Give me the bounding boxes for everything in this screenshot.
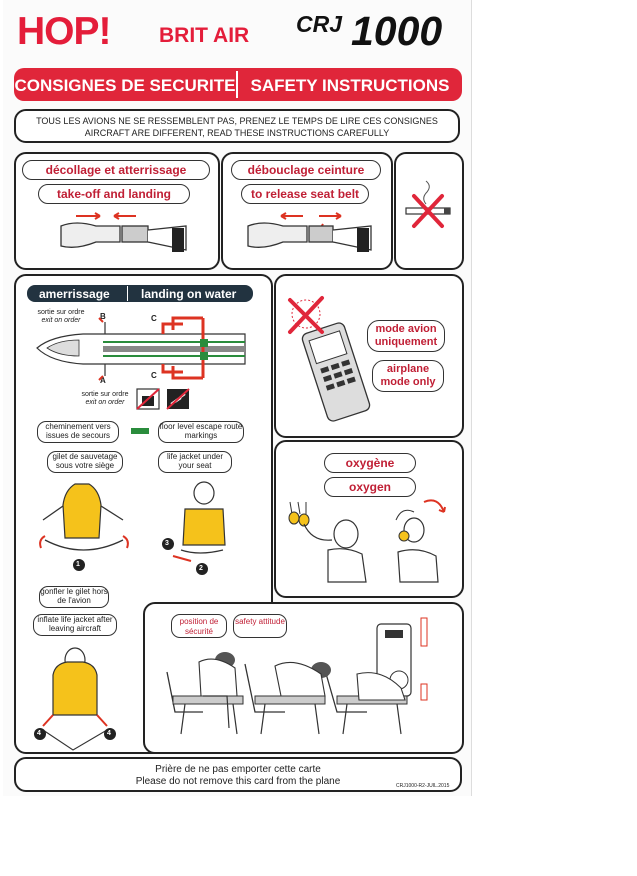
exit-label-b: B bbox=[100, 312, 106, 321]
release-label-en: to release seat belt bbox=[241, 184, 369, 204]
ditching-label-en: landing on water bbox=[141, 287, 237, 301]
panel-no-smoking bbox=[394, 152, 464, 270]
model-prefix: CRJ bbox=[296, 11, 343, 37]
safety-card: HOP! BRIT AIR CRJ 1000 CONSIGNES DE SECU… bbox=[3, 0, 472, 796]
step-4-number-left: 4 bbox=[37, 730, 41, 737]
panel-phone: mode avion uniquement airplane mode only bbox=[274, 274, 464, 438]
seatbelt-fasten-icon bbox=[60, 212, 187, 252]
step-2-number: 2 bbox=[199, 565, 203, 572]
phone-mode-en: airplane mode only bbox=[372, 360, 444, 392]
escape-path-label-fr: cheminement vers issues de secours bbox=[37, 421, 119, 443]
notice-fr: TOUS LES AVIONS NE SE RESSEMBLENT PAS, P… bbox=[36, 116, 438, 126]
notice-en: AIRCRAFT ARE DIFFERENT, READ THESE INSTR… bbox=[84, 128, 390, 138]
exit-label-c-top: C bbox=[151, 314, 157, 323]
inflate-label-en: inflate life jacket after leaving aircra… bbox=[33, 614, 117, 636]
oxygen-label-en: oxygen bbox=[324, 477, 416, 497]
oxygen-mask-icon bbox=[288, 499, 446, 583]
brace-label-en: safety attitude bbox=[233, 614, 287, 638]
panel-seatbelt-fasten: décollage et atterrissage take-off and l… bbox=[14, 152, 220, 270]
lifevest-location-fr: gilet de sauvetage sous votre siège bbox=[47, 451, 123, 473]
inflate-label-fr: gonfler le gilet hors de l'avion bbox=[39, 586, 109, 608]
fasten-label-en: take-off and landing bbox=[38, 184, 190, 204]
ditching-label-fr: amerrissage bbox=[39, 287, 110, 301]
notice-box: TOUS LES AVIONS NE SE RESSEMBLENT PAS, P… bbox=[14, 109, 460, 143]
exit-note-top-en: exit on order bbox=[41, 317, 81, 324]
oxygen-label-fr: oxygène bbox=[324, 453, 416, 473]
panel-brace: position de sécurité safety attitude bbox=[143, 602, 464, 754]
exit-note-top: sortie sur ordre exit on order bbox=[37, 309, 85, 325]
hop-logo: HOP! bbox=[17, 10, 111, 53]
exit-label-a: A bbox=[100, 376, 106, 385]
card-reference-code: CRJ1000-R2-JUIL.2015 bbox=[396, 783, 450, 789]
phone-mode-fr: mode avion uniquement bbox=[367, 320, 445, 352]
escape-path-label-en: floor level escape route markings bbox=[158, 421, 244, 443]
step-4-number-right: 4 bbox=[107, 730, 111, 737]
brace-position-icon bbox=[166, 617, 428, 735]
ditching-header-divider bbox=[127, 286, 128, 301]
step-1-number: 1 bbox=[76, 561, 80, 568]
banner-title-en: SAFETY INSTRUCTIONS bbox=[250, 76, 450, 95]
phone-airplane-icon bbox=[288, 296, 371, 422]
exit-note-bottom-en: exit on order bbox=[85, 399, 125, 406]
step-3-number: 3 bbox=[165, 540, 169, 547]
floor-marking-icon bbox=[131, 428, 149, 434]
lifevest-illustrations bbox=[34, 481, 226, 751]
cabin-diagram bbox=[36, 316, 246, 410]
exit-note-bottom-fr: sortie sur ordre bbox=[81, 391, 129, 398]
brace-label-fr: position de sécurité bbox=[171, 614, 227, 638]
banner-divider bbox=[236, 71, 238, 98]
banner-title-fr: CONSIGNES DE SECURITE bbox=[14, 76, 236, 95]
exit-note-top-fr: sortie sur ordre bbox=[37, 309, 85, 316]
title-banner: CONSIGNES DE SECURITE SAFETY INSTRUCTION… bbox=[14, 68, 462, 101]
footer-fr: Prière de ne pas emporter cette carte bbox=[155, 764, 321, 775]
release-label-fr: débouclage ceinture bbox=[231, 160, 381, 180]
footer-box: Prière de ne pas emporter cette carte Pl… bbox=[14, 757, 462, 792]
fasten-label-fr: décollage et atterrissage bbox=[22, 160, 210, 180]
ditching-header: amerrissage landing on water bbox=[27, 285, 253, 302]
exit-note-bottom: sortie sur ordre exit on order bbox=[75, 391, 135, 407]
brand-name: BRIT AIR bbox=[159, 24, 250, 47]
lifevest-location-en: life jacket under your seat bbox=[158, 451, 232, 473]
seatbelt-release-icon bbox=[247, 212, 372, 252]
model-number: 1000 bbox=[351, 8, 443, 54]
panel-seatbelt-release: débouclage ceinture to release seat belt bbox=[221, 152, 393, 270]
exit-label-c-bottom: C bbox=[151, 371, 157, 380]
footer-en: Please do not remove this card from the … bbox=[135, 776, 341, 787]
panel-oxygen: oxygène oxygen bbox=[274, 440, 464, 598]
no-smoking-icon bbox=[405, 180, 451, 228]
